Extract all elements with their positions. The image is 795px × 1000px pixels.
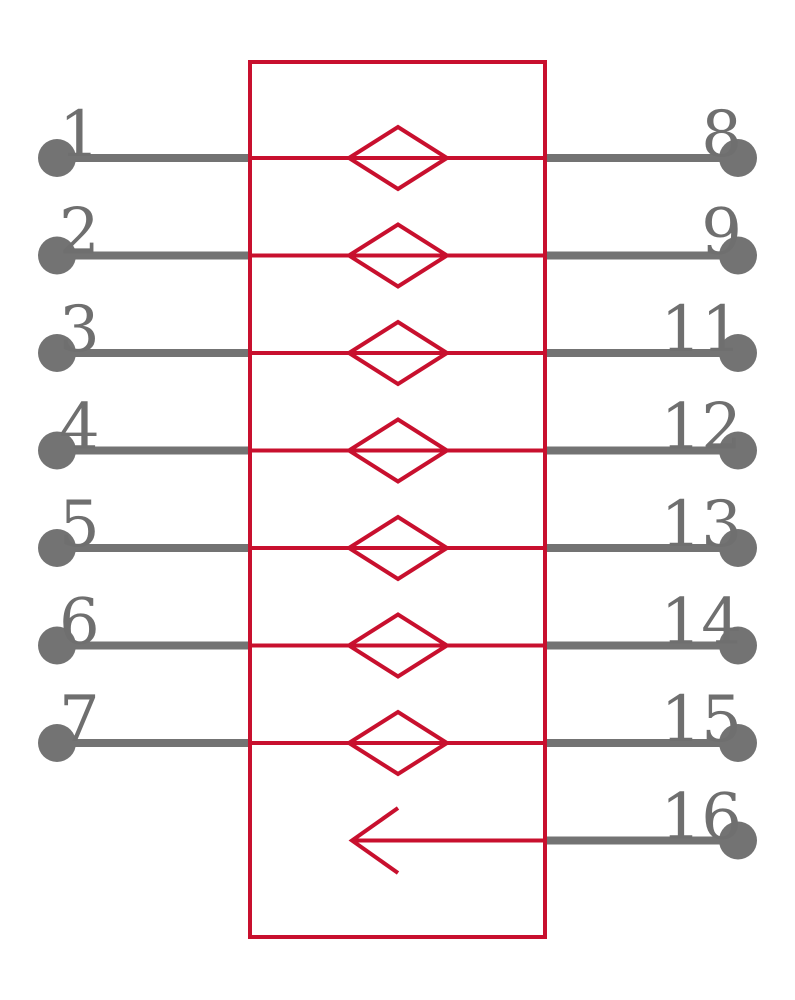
pin-16-arrow-head-icon xyxy=(348,806,400,875)
pin-16-terminal xyxy=(719,821,757,860)
pin-5-label: 5 xyxy=(59,488,100,562)
channel-5-diamond-symbol xyxy=(345,514,451,582)
pin-13-label: 13 xyxy=(661,488,742,562)
pin-7-label: 7 xyxy=(59,683,100,757)
pin-9-label: 9 xyxy=(701,196,742,270)
channel-3-diamond-symbol xyxy=(345,319,451,387)
channel-1-diamond-symbol xyxy=(345,124,451,192)
pin-12-label: 12 xyxy=(661,391,742,465)
channel-4-diamond-symbol xyxy=(345,417,451,484)
pin-3-terminal xyxy=(38,334,76,372)
pins-layer xyxy=(38,139,757,860)
pin-12-terminal xyxy=(719,431,757,470)
pin-7-terminal xyxy=(38,724,76,762)
pin-1-terminal xyxy=(38,139,76,177)
pin-14-terminal xyxy=(719,626,757,665)
pin-6-terminal xyxy=(38,626,76,665)
pin-14-label: 14 xyxy=(661,586,742,660)
pin-4-terminal xyxy=(38,431,76,470)
pin-5-terminal xyxy=(38,529,76,567)
pin-15-terminal xyxy=(719,724,757,762)
channel-2-diamond-symbol xyxy=(345,222,451,289)
pin-13-terminal xyxy=(719,529,757,567)
pin-3-label: 3 xyxy=(59,293,100,367)
pin-1-label: 1 xyxy=(59,98,100,172)
pin-6-label: 6 xyxy=(59,586,100,660)
pin-2-label: 2 xyxy=(59,196,100,270)
pin-16-label: 16 xyxy=(661,781,742,855)
pin-8-label: 8 xyxy=(701,98,742,172)
channel-7-diamond-symbol xyxy=(345,709,451,777)
channel-6-diamond-symbol xyxy=(345,612,451,679)
pin-2-terminal xyxy=(38,236,76,275)
component-body xyxy=(248,60,547,939)
pin-11-label: 11 xyxy=(661,293,742,367)
pin-4-label: 4 xyxy=(59,391,100,465)
pin-11-terminal xyxy=(719,334,757,372)
component-body-layer xyxy=(248,60,547,939)
pin-15-label: 15 xyxy=(661,683,742,757)
pin-9-terminal xyxy=(719,236,757,275)
pin-8-terminal xyxy=(719,139,757,177)
